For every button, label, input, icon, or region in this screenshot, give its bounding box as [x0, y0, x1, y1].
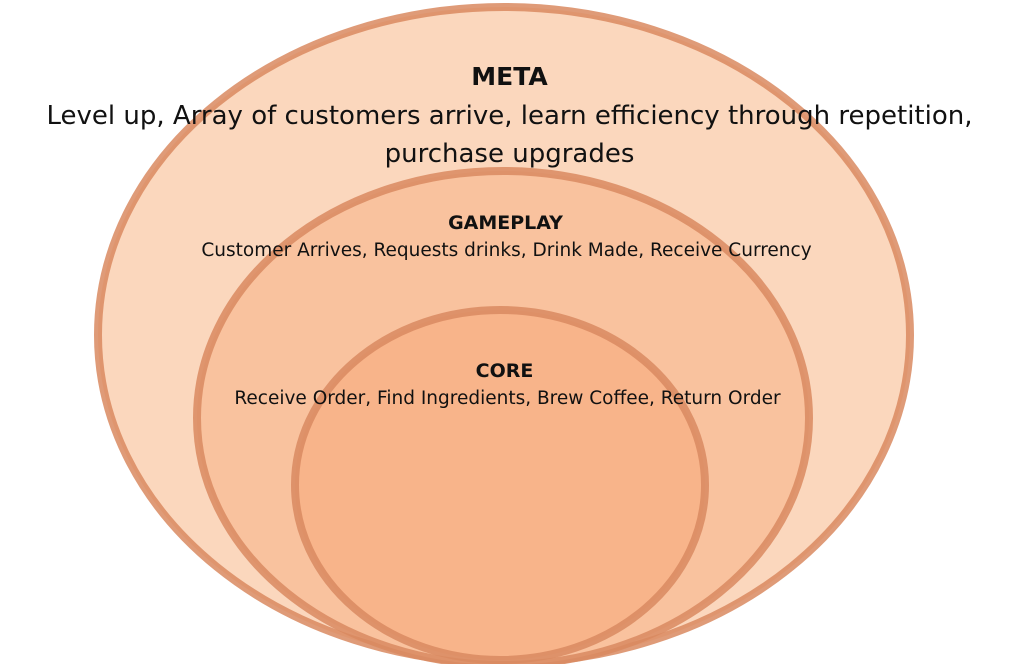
- core-ellipse: [291, 306, 709, 664]
- meta-description-line-2: purchase upgrades: [384, 139, 635, 169]
- gameplay-description: Customer Arrives, Requests drinks, Drink…: [201, 240, 812, 261]
- meta-title: META: [471, 62, 548, 91]
- meta-description-line-1: Level up, Array of customers arrive, lea…: [46, 101, 973, 131]
- core-description: Receive Order, Find Ingredients, Brew Co…: [234, 388, 781, 409]
- core-title: CORE: [475, 360, 534, 382]
- gameplay-title: GAMEPLAY: [448, 212, 563, 234]
